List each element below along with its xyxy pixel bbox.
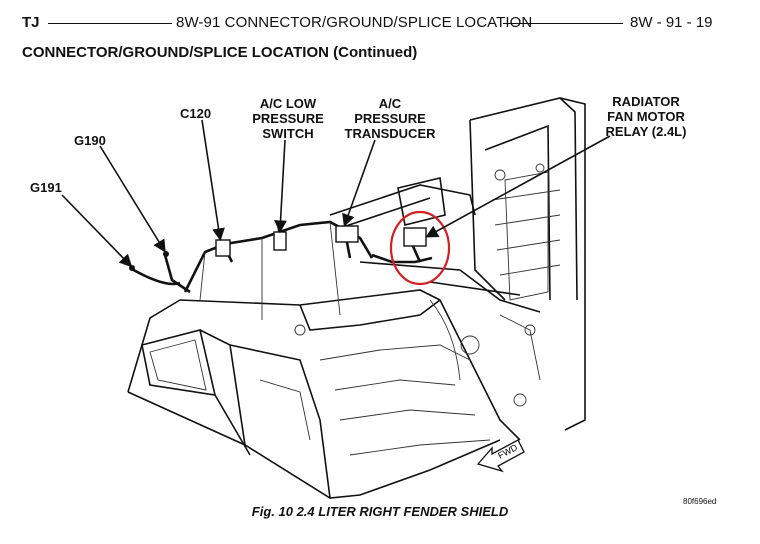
radiator-frame xyxy=(469,97,586,431)
connectors xyxy=(129,225,427,271)
label-g190: G190 xyxy=(74,133,106,148)
label-radiator-fan-motor-relay: RADIATOR FAN MOTOR RELAY (2.4L) xyxy=(605,94,687,139)
radiator-fan-motor-relay-shape xyxy=(403,227,427,247)
fender-shield xyxy=(127,289,541,499)
figure-caption: Fig. 10 2.4 LITER RIGHT FENDER SHIELD xyxy=(251,504,509,519)
label-c120: C120 xyxy=(180,106,212,121)
label-ac-pressure-transducer: A/C PRESSURE TRANSDUCER xyxy=(344,96,436,141)
label-ac-low-pressure-switch: A/C LOW PRESSURE SWITCH xyxy=(252,96,324,141)
ac-pressure-transducer-shape xyxy=(335,225,359,243)
label-g191: G191 xyxy=(30,180,62,195)
header-page-number: 8W - 91 - 19 xyxy=(630,14,713,31)
header-title: 8W-91 CONNECTOR/GROUND/SPLICE LOCATION xyxy=(176,14,533,31)
engine-bay-ledge xyxy=(329,177,541,313)
header-model: TJ xyxy=(22,14,40,31)
section-title: CONNECTOR/GROUND/SPLICE LOCATION (Contin… xyxy=(22,44,418,61)
relay-highlight-circle xyxy=(389,210,451,286)
c120-connector-shape xyxy=(215,239,231,257)
fwd-arrow: FWD xyxy=(476,439,525,473)
leader-lines xyxy=(61,119,611,268)
g191-ground-shape xyxy=(129,265,135,271)
header-rule-right xyxy=(503,23,623,24)
ac-low-pressure-switch-shape xyxy=(273,231,287,251)
figure-code: 80f696ed xyxy=(683,497,717,506)
g190-ground-shape xyxy=(163,251,169,257)
header-rule-left xyxy=(48,23,172,24)
